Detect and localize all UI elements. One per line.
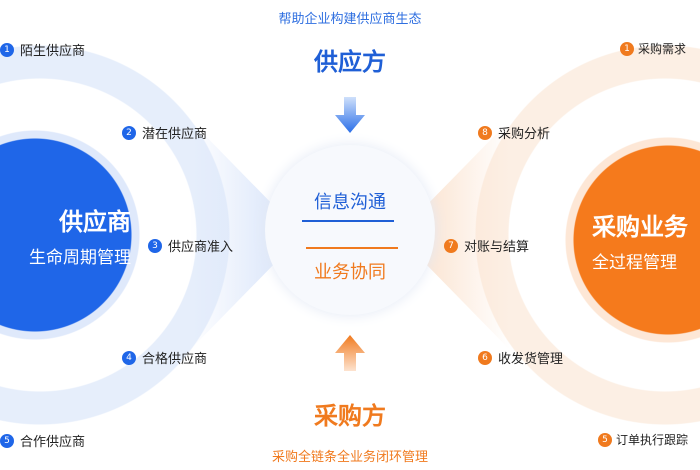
item-label: 合作供应商 (20, 435, 86, 450)
right-item: 5 订单执行跟踪 (598, 431, 688, 448)
center-top-label: 信息沟通 (314, 192, 386, 213)
supplier-lifecycle-circle: 供应商 生命周期管理 (0, 130, 145, 340)
item-label: 陌生供应商 (20, 44, 86, 59)
item-label: 收发货管理 (498, 352, 564, 367)
step-number: 5 (0, 433, 14, 448)
item-label: 采购分析 (498, 127, 551, 142)
step-number: 8 (478, 125, 492, 140)
item-label: 供应商准入 (168, 240, 234, 255)
center-bottom-label: 业务协同 (314, 262, 386, 283)
step-number: 1 (620, 41, 634, 56)
footer-subtitle: 采购全链条全业务闭环管理 (271, 450, 428, 465)
left-item: 4 合格供应商 (122, 348, 207, 367)
header-subtitle: 帮助企业构建供应商生态 (278, 12, 422, 27)
step-number: 1 (0, 42, 14, 57)
left-circle-subtitle: 生命周期管理 (29, 248, 131, 268)
step-number: 3 (148, 238, 162, 253)
item-label: 对账与结算 (464, 240, 530, 255)
left-circle-title: 供应商 (59, 208, 131, 236)
item-label: 订单执行跟踪 (616, 433, 689, 447)
item-label: 采购需求 (638, 42, 687, 56)
right-item: 8 采购分析 (478, 123, 550, 142)
supplier-side-title: 供应方 (314, 48, 386, 76)
step-number: 6 (478, 350, 492, 365)
arrow-right-line-icon (302, 220, 394, 222)
procurement-process-circle: 采购业务 全过程管理 (562, 137, 700, 343)
right-item: 6 收发货管理 (478, 348, 563, 367)
right-circle-title: 采购业务 (592, 213, 688, 241)
buyer-side-title: 采购方 (314, 402, 386, 430)
arrow-up-icon (335, 335, 365, 371)
item-label: 合格供应商 (142, 352, 208, 367)
step-number: 2 (122, 125, 136, 140)
item-label: 潜在供应商 (142, 127, 208, 142)
step-number: 5 (598, 432, 612, 447)
step-number: 7 (444, 238, 458, 253)
arrow-left-line-icon (306, 247, 398, 249)
left-item: 5 合作供应商 (0, 431, 85, 450)
center-circle (265, 145, 435, 315)
right-item: 1 采购需求 (620, 40, 686, 57)
left-item: 2 潜在供应商 (122, 123, 207, 142)
arrow-down-icon (335, 97, 365, 133)
right-item: 7 对账与结算 (444, 236, 529, 255)
left-item: 3 供应商准入 (148, 236, 233, 255)
right-circle-subtitle: 全过程管理 (592, 253, 677, 273)
left-item: 1 陌生供应商 (0, 40, 85, 59)
step-number: 4 (122, 350, 136, 365)
